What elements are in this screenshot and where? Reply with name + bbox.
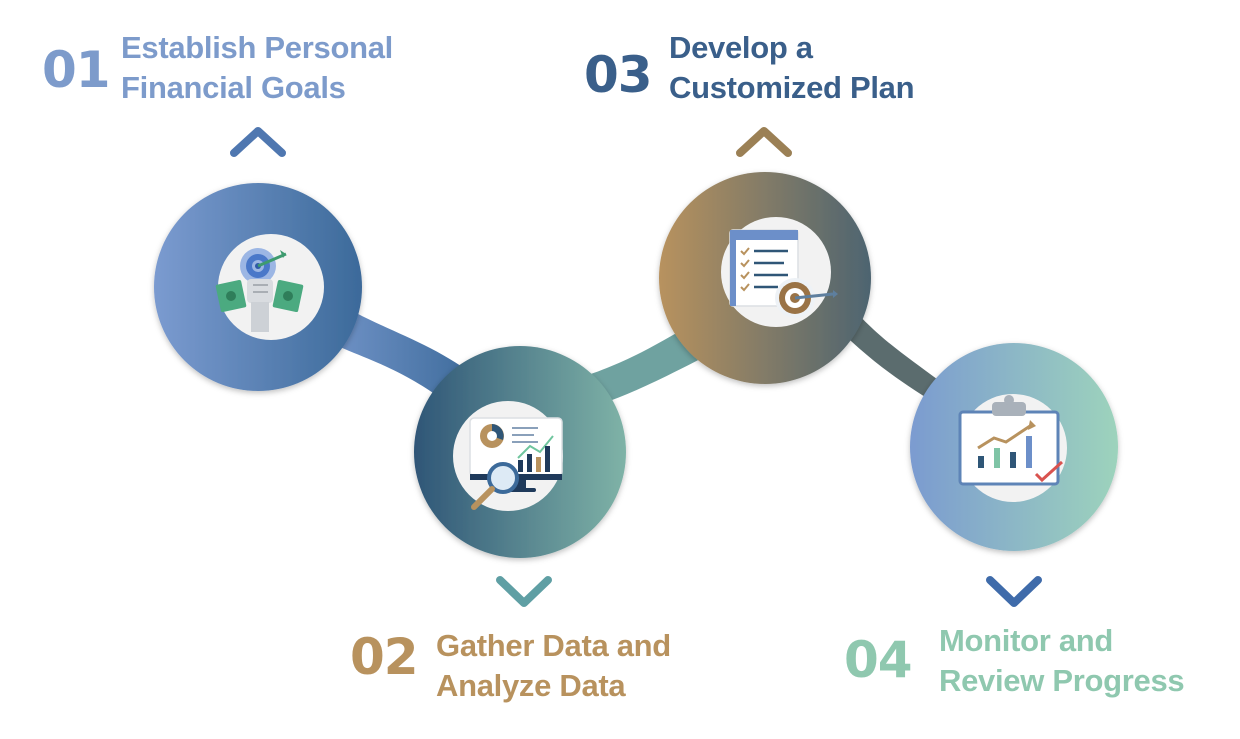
target-money-icon [215, 248, 304, 332]
step-3-title-line1: Develop a [669, 30, 813, 65]
step-2-number: 02 [350, 628, 419, 686]
step-1-node [154, 183, 362, 391]
clipboard-chart-icon [958, 395, 1064, 486]
step-3-title: Develop a Customized Plan [669, 28, 915, 108]
step-4-node [910, 343, 1118, 551]
checklist-target-icon [729, 229, 838, 318]
step-3-number: 03 [584, 46, 653, 104]
step-4-title-line2: Review Progress [939, 663, 1185, 698]
data-analysis-monitor-icon [469, 417, 563, 510]
step-1-title-line1: Establish Personal [121, 30, 393, 65]
chevron-up-icon [736, 127, 792, 157]
step-2-title-line1: Gather Data and [436, 628, 671, 663]
chevron-up-icon [230, 127, 286, 157]
step-2-title: Gather Data and Analyze Data [436, 626, 671, 706]
step-2-title-line2: Analyze Data [436, 668, 626, 703]
step-3-node [659, 172, 871, 384]
step-1-title-line2: Financial Goals [121, 70, 346, 105]
step-1-number: 01 [42, 41, 111, 99]
step-4-number: 04 [844, 631, 913, 689]
chevron-down-icon [986, 576, 1042, 607]
step-4-title-line1: Monitor and [939, 623, 1114, 658]
step-3-title-line2: Customized Plan [669, 70, 915, 105]
step-4-title: Monitor and Review Progress [939, 621, 1185, 701]
step-1-title: Establish Personal Financial Goals [121, 28, 393, 108]
chevron-down-icon [496, 576, 552, 607]
step-2-node [414, 346, 626, 558]
